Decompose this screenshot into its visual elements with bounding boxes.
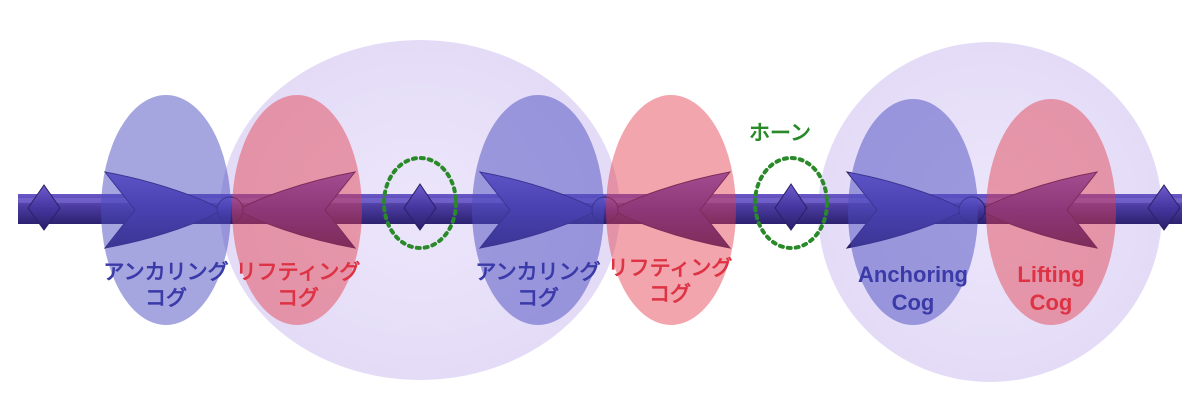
anchoring-cog-region-3 (848, 99, 978, 325)
label-line-1: リフティング (235, 261, 361, 284)
lifting-cog-label-3: Lifting Cog (981, 261, 1121, 316)
horn-marker-2 (753, 156, 829, 250)
label-line-2: コグ (277, 287, 319, 311)
label-line-2: コグ (517, 287, 559, 311)
anchoring-cog-region-1 (101, 95, 231, 325)
lifting-cog-label-2: リフティング コグ (600, 256, 740, 309)
label-line-2: Cog (1029, 289, 1073, 315)
label-line-2: コグ (145, 287, 187, 311)
lifting-cog-region-1 (232, 95, 362, 325)
horn-cone-2 (403, 183, 437, 231)
lifting-cog-region-2 (606, 95, 736, 325)
label-line-1: リフティング (607, 257, 733, 280)
horn-cone-1 (27, 184, 61, 231)
anchoring-cog-label-1: アンカリング コグ (96, 260, 236, 313)
horn-marker-1 (382, 156, 458, 250)
label-line-1: アンカリング (103, 261, 229, 284)
lifting-cog-region-3 (986, 99, 1116, 325)
lifting-cog-label-1: リフティング コグ (228, 260, 368, 313)
horn-label: ホーン (749, 122, 811, 145)
anchoring-cog-region-2 (472, 95, 604, 325)
label-line-2: コグ (649, 283, 691, 307)
label-line-1: Anchoring (858, 262, 968, 287)
label-line-1: アンカリング (475, 261, 601, 284)
horn-cones (27, 183, 1181, 231)
horn-cone-4 (1147, 184, 1181, 231)
label-line-1: Lifting (1017, 262, 1085, 287)
horn-cone-3 (774, 183, 808, 231)
anchoring-cog-label-2: アンカリング コグ (468, 260, 608, 313)
anchoring-cog-label-3: Anchoring Cog (843, 261, 983, 316)
label-line-2: Cog (891, 289, 935, 315)
